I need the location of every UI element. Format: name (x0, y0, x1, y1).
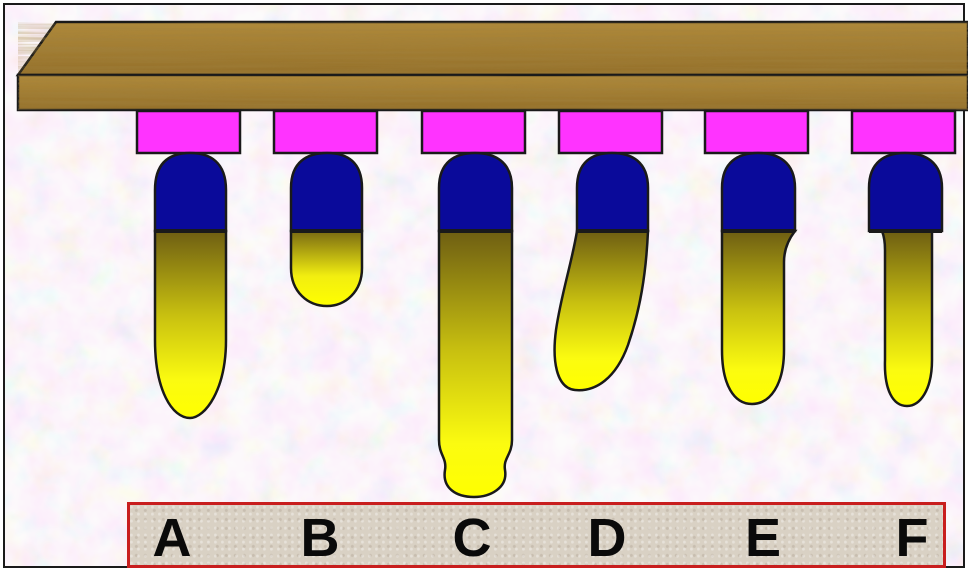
label-f: F (872, 509, 952, 567)
label-bar: A B C D E F (127, 502, 946, 568)
cap-d (577, 153, 648, 231)
label-e: E (723, 509, 803, 567)
wooden-shelf (18, 22, 968, 110)
label-c: C (432, 509, 512, 567)
cap-b (291, 153, 362, 231)
drop-a (155, 231, 226, 418)
label-b: B (280, 509, 360, 567)
drop-c (439, 231, 512, 497)
label-a: A (132, 509, 212, 567)
cap-e (722, 153, 795, 231)
clamp-f (852, 111, 955, 153)
cap-a (155, 153, 226, 231)
clamp-c (422, 111, 525, 153)
clamp-a (137, 111, 240, 153)
clamp-e (705, 111, 808, 153)
cap-f (869, 153, 942, 231)
drop-f (882, 231, 932, 406)
label-d: D (567, 509, 647, 567)
clamp-d (559, 111, 662, 153)
drop-b (291, 231, 362, 306)
clamp-b (274, 111, 377, 153)
cap-c (439, 153, 512, 231)
